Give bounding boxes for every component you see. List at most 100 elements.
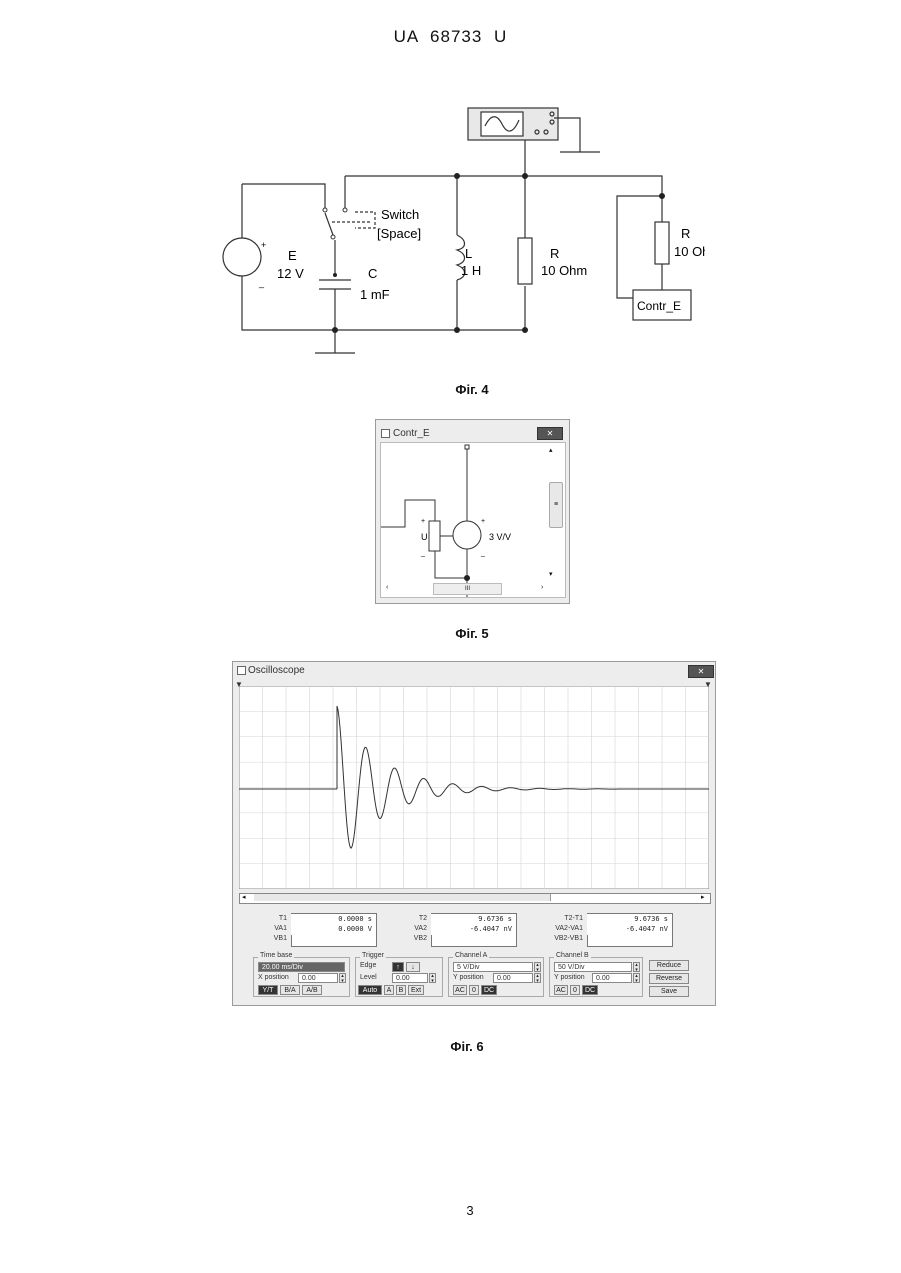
- channel-a-ypos-stepper[interactable]: ▴▾: [534, 973, 541, 983]
- channel-b-scale-field[interactable]: 50 V/Div: [554, 962, 632, 972]
- cursor-2-marker[interactable]: ▼: [704, 680, 712, 689]
- level-label: Level: [360, 974, 377, 981]
- scroll-left-icon[interactable]: ◂: [242, 893, 246, 901]
- channel-b-ypos-label: Y position: [554, 974, 585, 981]
- channel-a-scale-field[interactable]: 5 V/Div: [453, 962, 533, 972]
- edge-label: Edge: [360, 962, 376, 969]
- channel-a-ypos-label: Y position: [453, 974, 484, 981]
- channel-b-title: Channel B: [554, 952, 591, 959]
- circuit-diagram: + _ E 12 V C 1 mF Switch [Space] L 1 H R…: [215, 100, 705, 370]
- dva-label: VA2-VA1: [535, 925, 583, 932]
- scroll-left-icon[interactable]: ‹: [386, 584, 388, 591]
- channel-a-group: Channel A 5 V/Div ▴▾ Y position 0.00 ▴▾ …: [448, 957, 544, 997]
- inductor-value: 1 H: [461, 263, 481, 278]
- mode-yt-button[interactable]: Y/T: [258, 985, 278, 995]
- rising-edge-button[interactable]: ↑: [392, 962, 404, 972]
- channel-b-group: Channel B 50 V/Div ▴▾ Y position 0.00 ▴▾…: [549, 957, 643, 997]
- gain-label: 3 V/V: [489, 532, 511, 542]
- svg-text:+: +: [481, 518, 485, 525]
- level-input[interactable]: 0.00: [392, 973, 428, 983]
- time-base-group: Time base 20.00 ms/Div X position 0.00 ▴…: [253, 957, 350, 997]
- svg-text:+: +: [421, 518, 425, 525]
- u-label: U: [421, 532, 428, 542]
- channel-a-ypos-input[interactable]: 0.00: [493, 973, 533, 983]
- va2-value: -6.4047 nV: [431, 924, 515, 935]
- channel-b-ac-button[interactable]: AC: [554, 985, 568, 995]
- schematic-canvas: + _ + _ U 3 V/V: [380, 442, 566, 598]
- va2-label: VA2: [393, 925, 427, 932]
- channel-a-dc-button[interactable]: DC: [481, 985, 497, 995]
- cursor-1-marker[interactable]: ▼: [235, 680, 243, 689]
- channel-a-zero-button[interactable]: 0: [469, 985, 479, 995]
- svg-text:_: _: [420, 550, 425, 557]
- scroll-right-icon[interactable]: ▸: [701, 893, 705, 901]
- dvb-label: VB2-VB1: [535, 935, 583, 942]
- horizontal-scrollbar[interactable]: III: [433, 583, 502, 595]
- switch-label: Switch: [381, 207, 419, 222]
- page-number: 3: [0, 1203, 901, 1218]
- save-button[interactable]: Save: [649, 986, 689, 997]
- switch-key: [Space]: [377, 226, 421, 241]
- oscilloscope-screen: [239, 686, 709, 889]
- window-title: Oscilloscope: [248, 665, 305, 676]
- svg-text:_: _: [480, 550, 485, 557]
- channel-a-scale-stepper[interactable]: ▴▾: [534, 962, 541, 972]
- window-title: Contr_E: [393, 428, 430, 439]
- channel-a-ac-button[interactable]: AC: [453, 985, 467, 995]
- figure-4-caption: Фіг. 4: [412, 382, 532, 397]
- window-menu-icon[interactable]: [237, 666, 246, 675]
- time-base-title: Time base: [258, 952, 294, 959]
- contr-e-window: Contr_E ✕ + _ + _ U 3 V/V ≡ ▴ ▾ III ‹ ›: [375, 419, 570, 604]
- figure-5-caption: Фіг. 5: [412, 626, 532, 641]
- level-stepper[interactable]: ▴▾: [429, 973, 436, 983]
- contr-e-block-label: Contr_E: [637, 299, 681, 313]
- t1-label: T1: [253, 915, 287, 922]
- vertical-scrollbar[interactable]: ≡: [549, 482, 563, 528]
- source-plus: +: [261, 240, 266, 250]
- channel-b-zero-button[interactable]: 0: [570, 985, 580, 995]
- falling-edge-button[interactable]: ↓: [406, 962, 420, 972]
- trigger-a-button[interactable]: A: [384, 985, 394, 995]
- reverse-button[interactable]: Reverse: [649, 973, 689, 984]
- trigger-b-button[interactable]: B: [396, 985, 406, 995]
- reduce-button[interactable]: Reduce: [649, 960, 689, 971]
- channel-b-ypos-input[interactable]: 0.00: [592, 973, 632, 983]
- scroll-down-icon[interactable]: ▾: [549, 570, 553, 578]
- capacitor-label: C: [368, 266, 377, 281]
- trigger-group: Trigger Edge ↑ ↓ Level 0.00 ▴▾ Auto A B …: [355, 957, 443, 997]
- source-label: E: [288, 248, 297, 263]
- trigger-ext-button[interactable]: Ext: [408, 985, 424, 995]
- mode-ab-button[interactable]: A/B: [302, 985, 322, 995]
- close-icon[interactable]: ✕: [537, 427, 563, 440]
- close-icon[interactable]: ✕: [688, 665, 714, 678]
- time-scale-field[interactable]: 20.00 ms/Div: [258, 962, 345, 972]
- trigger-title: Trigger: [360, 952, 386, 959]
- channel-b-dc-button[interactable]: DC: [582, 985, 598, 995]
- resistor1-value: 10 Ohm: [541, 263, 587, 278]
- source-value: 12 V: [277, 266, 304, 281]
- va1-label: VA1: [253, 925, 287, 932]
- scroll-thumb[interactable]: [254, 894, 551, 901]
- x-position-label: X position: [258, 974, 289, 981]
- channel-b-ypos-stepper[interactable]: ▴▾: [633, 973, 640, 983]
- x-position-input[interactable]: 0.00: [298, 973, 338, 983]
- mode-ba-button[interactable]: B/A: [280, 985, 300, 995]
- patent-number: UA 68733 U: [0, 27, 901, 47]
- figure-6-caption: Фіг. 6: [407, 1039, 527, 1054]
- source-minus: _: [258, 278, 265, 288]
- time-scrollbar[interactable]: ◂ ▸: [239, 893, 711, 904]
- window-menu-icon[interactable]: [381, 429, 390, 438]
- resistor2-value: 10 Ohm: [674, 244, 705, 259]
- oscilloscope-window: Oscilloscope ✕ ▼ ▼ ◂ ▸ T1 VA1 VB1 0.0000…: [232, 661, 716, 1006]
- inductor-label: L: [465, 246, 472, 261]
- scroll-up-icon[interactable]: ▴: [549, 446, 553, 454]
- scroll-right-icon[interactable]: ›: [541, 584, 543, 591]
- vb2-label: VB2: [393, 935, 427, 942]
- va1-value: 0.0000 V: [291, 924, 375, 935]
- trigger-auto-button[interactable]: Auto: [358, 985, 382, 995]
- dt-label: T2-T1: [535, 915, 583, 922]
- capacitor-value: 1 mF: [360, 287, 390, 302]
- x-position-stepper[interactable]: ▴▾: [339, 973, 346, 983]
- channel-b-scale-stepper[interactable]: ▴▾: [633, 962, 640, 972]
- resistor1-label: R: [550, 246, 559, 261]
